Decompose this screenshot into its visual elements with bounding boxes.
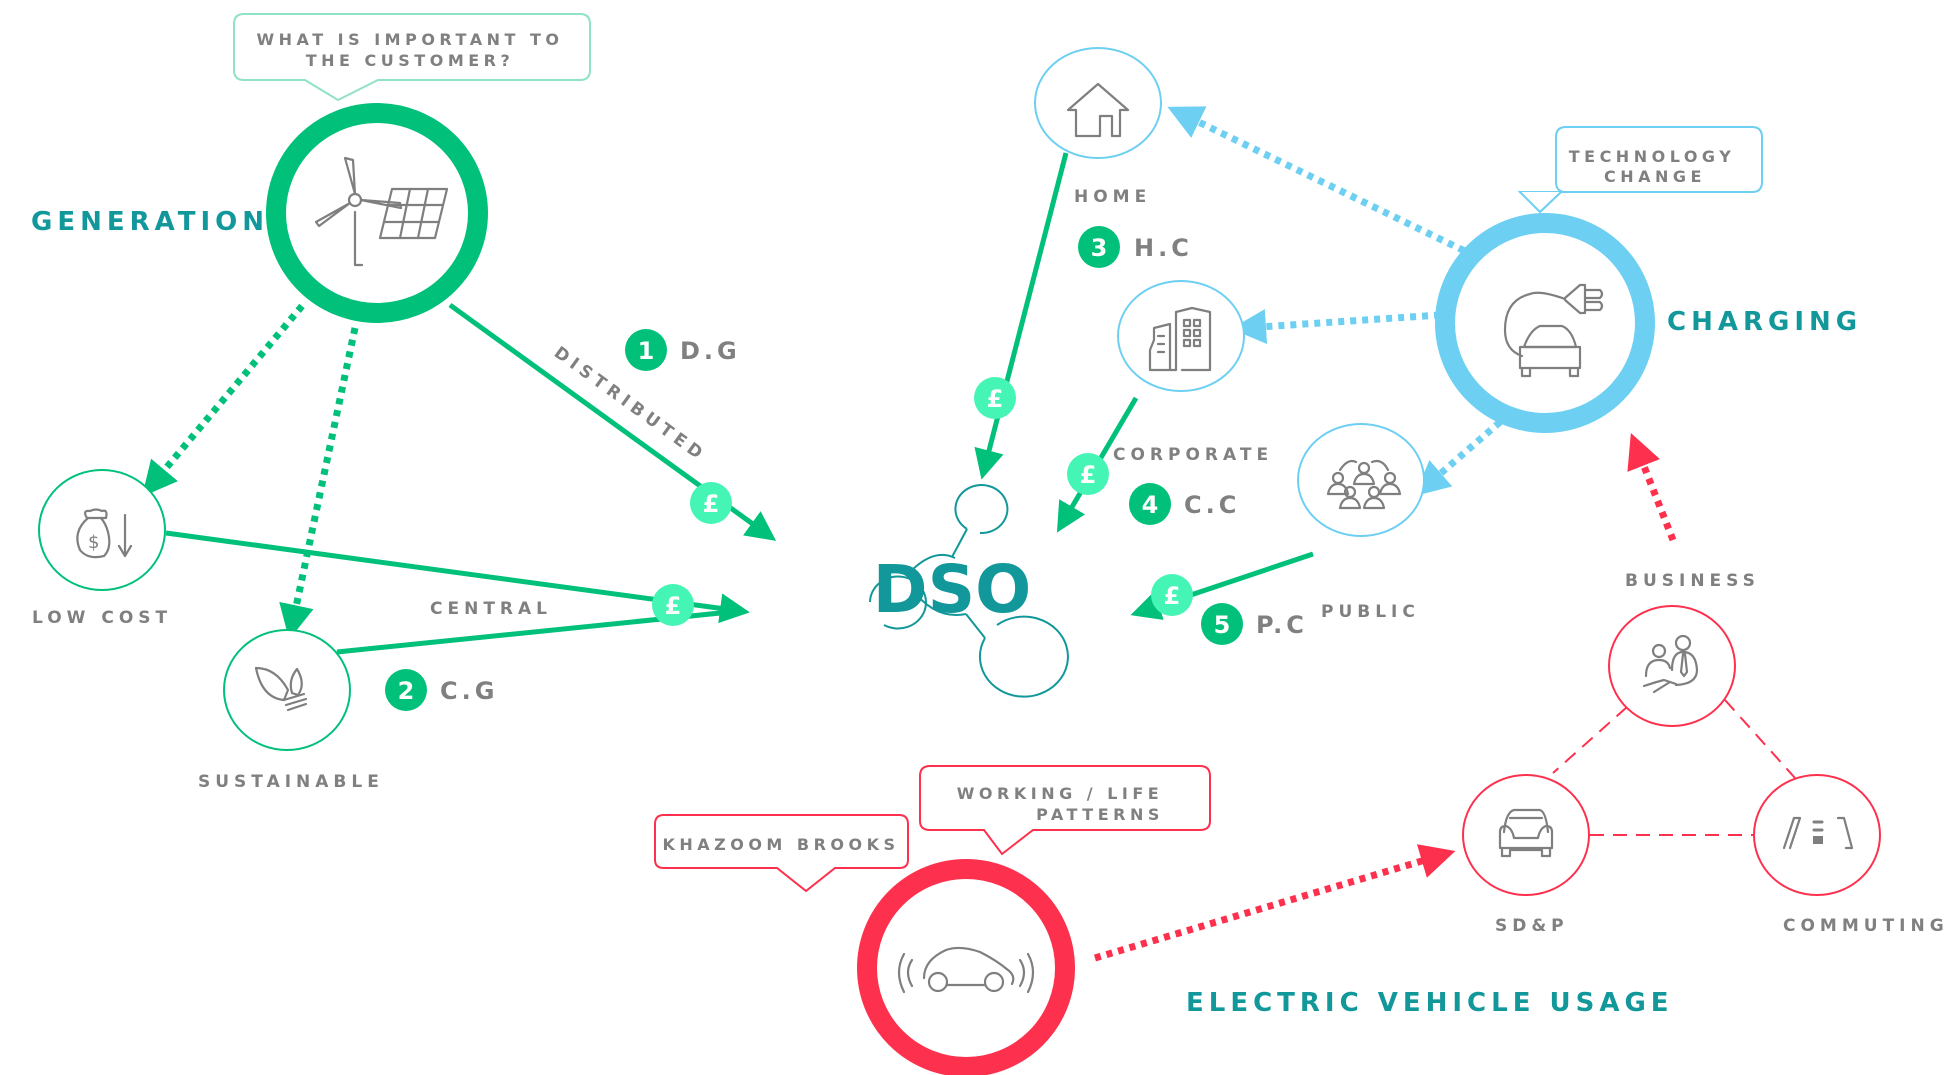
charging-section: TECHNOLOGY CHANGE CHARGING [974,47,1862,645]
sustainable-label: SUSTAINABLE [198,772,384,792]
svg-text:4: 4 [1142,491,1159,519]
handshake-people-icon [1642,634,1699,694]
dso-node[interactable]: DSO [869,484,1069,698]
charging-to-public-connector [1414,419,1503,497]
generation-to-sustainable-connector [279,327,359,640]
bubble-text-line2: PATTERNS [1036,805,1164,824]
commuting-label: COMMUTING [1783,916,1949,936]
flow-code: H.C [1134,234,1193,262]
sdp-node[interactable] [1462,774,1590,896]
charging-to-home-connector [1167,106,1477,260]
generation-section: WHAT IS IMPORTANT TO THE CUSTOMER? GENER… [31,13,777,792]
public-node[interactable] [1297,423,1425,537]
bubble-text-line1: TECHNOLOGY [1569,147,1736,166]
charging-node[interactable] [1435,213,1655,433]
payment-badge-distributed: £ [690,482,732,524]
flow-badge-dg: 1 D.G [625,329,741,371]
charging-title: CHARGING [1667,307,1862,337]
office-buildings-icon [1148,306,1212,372]
payment-badge-corporate: £ [1067,453,1109,495]
ev-plug-car-icon [1503,283,1604,378]
home-to-dso-line [974,152,1069,480]
connected-car-icon [897,946,1035,994]
commuting-node[interactable] [1753,774,1881,896]
khazoom-brooks-bubble: KHAZOOM BROOKS [654,814,909,893]
road-icon [1782,816,1854,850]
svg-text:5: 5 [1214,611,1231,639]
generation-title: GENERATION [31,207,269,237]
pound-icon: £ [1164,582,1181,610]
business-sdp-link [1552,706,1628,774]
technology-change-bubble: TECHNOLOGY CHANGE [1517,126,1763,214]
dso-label: DSO [873,551,1031,628]
flow-badge-pc: 5 P.C [1201,603,1308,645]
ev-usage-title: ELECTRIC VEHICLE USAGE [1186,988,1674,1018]
business-commuting-link [1724,699,1796,779]
low-cost-label: LOW COST [32,608,172,628]
money-bag-down-icon: $ [76,508,133,559]
payment-badge-home: £ [974,377,1016,419]
central-label: CENTRAL [430,599,552,619]
generation-to-lowcost-connector [142,303,305,497]
business-node[interactable] [1608,605,1736,727]
svg-text:3: 3 [1091,234,1108,262]
flow-badge-cc: 4 C.C [1129,483,1240,525]
customer-question-bubble: WHAT IS IMPORTANT TO THE CUSTOMER? [233,13,591,102]
bubble-text-line2: CHANGE [1604,167,1706,186]
khazoom-brooks-text: KHAZOOM BROOKS [662,835,899,854]
flow-badge-cg: 2 C.G [385,669,498,711]
pound-icon: £ [1080,461,1097,489]
bubble-text-line2: THE CUSTOMER? [306,51,515,70]
wind-turbine-solar-panel-icon [314,156,449,267]
car-front-icon [1498,808,1554,858]
payment-badge-central: £ [652,584,694,626]
low-cost-node[interactable]: $ [38,469,166,591]
flow-code: C.C [1184,491,1240,519]
crowd-icon [1326,459,1402,510]
business-to-charging-connector [1627,432,1677,542]
corporate-label: CORPORATE [1113,445,1273,465]
pound-icon: £ [703,490,720,518]
generation-node[interactable] [266,103,488,323]
charging-to-corporate-connector [1231,309,1441,345]
home-label: HOME [1074,187,1151,207]
network-nodes-icon [869,484,1069,698]
ev-usage-to-sdp-connector [1094,844,1456,962]
flow-code: D.G [680,337,741,365]
house-icon [1066,82,1130,138]
home-node[interactable] [1034,47,1162,159]
leaf-bulb-icon [254,666,308,712]
lowcost-to-dso-line [165,530,750,624]
payment-badge-public: £ [1151,574,1193,616]
flow-code: C.G [440,677,498,705]
ev-usage-node[interactable] [857,859,1075,1075]
svg-text:1: 1 [638,337,655,365]
pound-icon: £ [987,385,1004,413]
bubble-text-line1: WORKING / LIFE [957,784,1163,803]
svg-text:$: $ [88,532,99,553]
working-life-bubble: WORKING / LIFE PATTERNS [919,765,1211,856]
sustainable-node[interactable] [223,629,351,751]
bubble-text-line1: WHAT IS IMPORTANT TO [257,30,564,49]
sdp-label: SD&P [1495,916,1569,936]
business-label: BUSINESS [1625,571,1760,591]
ev-usage-section: KHAZOOM BROOKS WORKING / LIFE PATTERNS [654,432,1949,1075]
flow-code: P.C [1256,611,1308,639]
corporate-node[interactable] [1117,280,1245,392]
pound-icon: £ [665,592,682,620]
public-label: PUBLIC [1321,602,1420,622]
flow-badge-hc: 3 H.C [1078,226,1193,268]
svg-text:2: 2 [398,677,415,705]
